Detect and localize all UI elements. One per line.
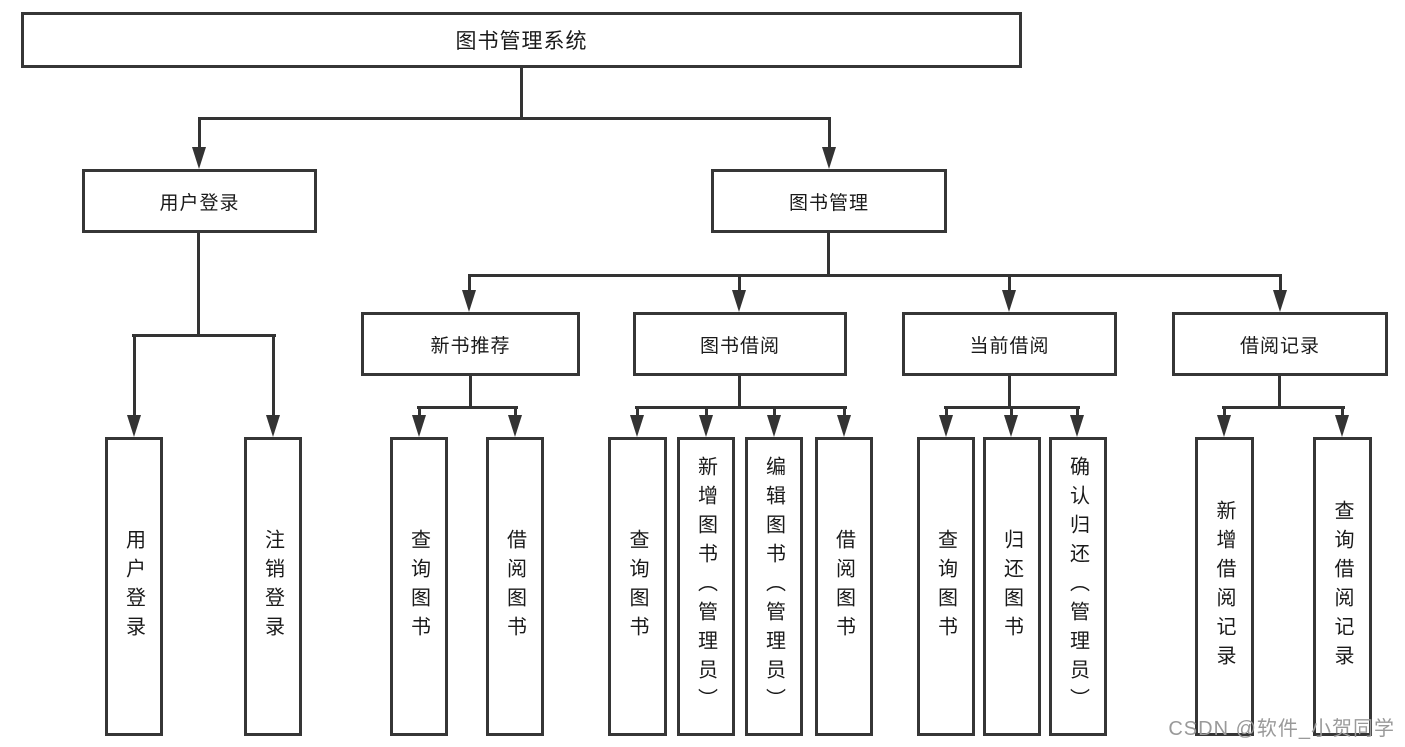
leaf-label: 查询图书 [626, 528, 648, 645]
leaf-add-books-admin: 新增图书（管理员） [677, 437, 735, 736]
leaf-label: 新增图书（管理员） [694, 456, 717, 717]
leaf-label: 注销登录 [261, 528, 284, 645]
connector-line [132, 334, 276, 337]
connector-line [514, 406, 517, 417]
leaf-return-books: 归还图书 [983, 437, 1041, 736]
arrowhead-icon [1273, 290, 1287, 312]
connector-line [1279, 274, 1282, 292]
leaf-label: 归还图书 [1000, 528, 1023, 645]
connector-line [520, 68, 523, 120]
leaf-user-login: 用户登录 [105, 437, 163, 736]
connector-line [945, 406, 948, 417]
node-current-borrow: 当前借阅 [902, 312, 1117, 376]
arrowhead-icon [630, 415, 644, 437]
connector-line [843, 406, 846, 417]
leaf-confirm-return-admin: 确认归还（管理员） [1049, 437, 1107, 736]
leaf-edit-books-admin: 编辑图书（管理员） [745, 437, 803, 736]
connector-line [1278, 376, 1281, 408]
connector-line [635, 406, 847, 409]
leaf-query-books-2: 查询图书 [608, 437, 667, 736]
connector-line [272, 334, 275, 417]
connector-line [469, 376, 472, 408]
connector-line [1008, 376, 1011, 408]
arrowhead-icon [462, 290, 476, 312]
arrowhead-icon [1217, 415, 1231, 437]
leaf-label: 查询图书 [407, 528, 430, 645]
arrowhead-icon [699, 415, 713, 437]
connector-line [133, 334, 136, 417]
connector-line [1010, 406, 1013, 417]
node-borrow-records: 借阅记录 [1172, 312, 1388, 376]
arrowhead-icon [837, 415, 851, 437]
connector-line [468, 274, 1282, 277]
leaf-borrow-books-2: 借阅图书 [815, 437, 873, 736]
connector-line [417, 406, 518, 409]
leaf-label: 编辑图书（管理员） [762, 456, 785, 717]
connector-line [197, 233, 200, 336]
connector-line [468, 274, 471, 292]
leaf-label: 借阅图书 [832, 528, 855, 645]
arrowhead-icon [939, 415, 953, 437]
arrowhead-icon [266, 415, 280, 437]
arrowhead-icon [767, 415, 781, 437]
leaf-label: 新增借阅记录 [1213, 499, 1235, 674]
leaf-add-borrow-record: 新增借阅记录 [1195, 437, 1254, 736]
leaf-query-borrow-record: 查询借阅记录 [1313, 437, 1372, 736]
node-book-borrow: 图书借阅 [633, 312, 847, 376]
leaf-query-books-1: 查询图书 [390, 437, 448, 736]
connector-line [1223, 406, 1226, 417]
leaf-label: 借阅图书 [503, 528, 526, 645]
leaf-label: 查询借阅记录 [1331, 499, 1353, 674]
connector-line [828, 117, 831, 149]
leaf-label: 确认归还（管理员） [1066, 456, 1089, 717]
leaf-logout: 注销登录 [244, 437, 302, 736]
arrowhead-icon [1002, 290, 1016, 312]
leaf-label: 用户登录 [122, 528, 145, 645]
connector-line [827, 233, 830, 276]
arrowhead-icon [192, 147, 206, 169]
connector-line [636, 406, 639, 417]
arrowhead-icon [1335, 415, 1349, 437]
leaf-borrow-books-1: 借阅图书 [486, 437, 544, 736]
arrowhead-icon [732, 290, 746, 312]
connector-line [738, 376, 741, 408]
connector-line [1076, 406, 1079, 417]
arrowhead-icon [127, 415, 141, 437]
leaf-query-books-3: 查询图书 [917, 437, 975, 736]
node-library-management-system: 图书管理系统 [21, 12, 1022, 68]
leaf-label: 查询图书 [934, 528, 957, 645]
csdn-watermark: CSDN @软件_小贺同学 [1168, 718, 1395, 740]
connector-line [198, 117, 831, 120]
arrowhead-icon [508, 415, 522, 437]
connector-line [198, 117, 201, 149]
arrowhead-icon [822, 147, 836, 169]
connector-line [738, 274, 741, 292]
connector-line [418, 406, 421, 417]
node-new-book-recommend: 新书推荐 [361, 312, 580, 376]
node-book-management: 图书管理 [711, 169, 947, 233]
arrowhead-icon [412, 415, 426, 437]
connector-line [773, 406, 776, 417]
arrowhead-icon [1004, 415, 1018, 437]
arrowhead-icon [1070, 415, 1084, 437]
node-user-login: 用户登录 [82, 169, 317, 233]
connector-line [1008, 274, 1011, 292]
connector-line [1222, 406, 1345, 409]
connector-line [1341, 406, 1344, 417]
connector-line [705, 406, 708, 417]
